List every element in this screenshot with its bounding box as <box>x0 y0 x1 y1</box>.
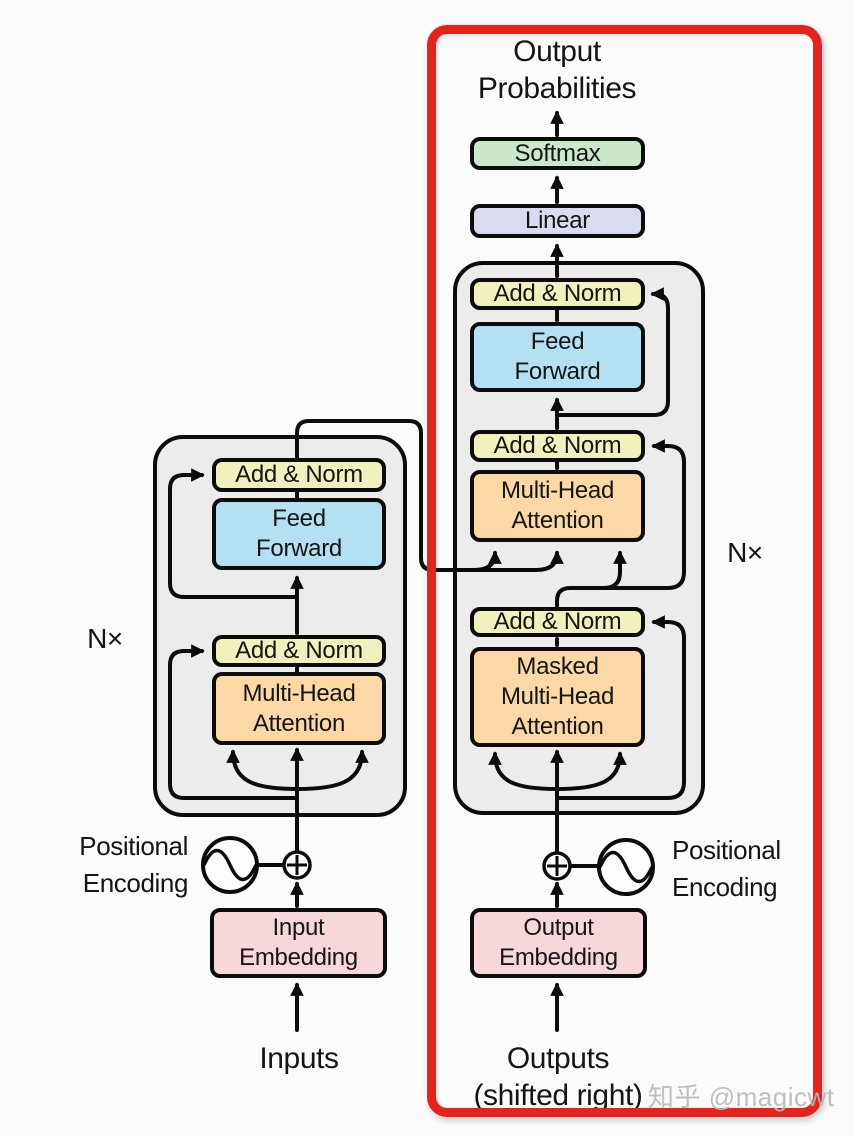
encoder-attention-left-arrow <box>226 749 299 791</box>
watermark: 知乎 @magicwt <box>648 1082 835 1112</box>
encoder-attention-right-arrow <box>295 749 369 791</box>
decoder-add-icon <box>542 851 599 881</box>
linear-box: Linear <box>470 204 645 238</box>
attention-label: Attention <box>511 713 604 740</box>
add-norm-label: Add & Norm <box>235 461 363 488</box>
encoder-positional-encoding-label: Positional Encoding <box>30 828 188 902</box>
encoder-to-decoder-key-arrow <box>472 550 502 572</box>
output-probabilities-label: Output Probabilities <box>433 33 681 107</box>
outputs-label: Outputs (shifted right) <box>427 1040 689 1114</box>
encoder-nx-label: N× <box>87 623 123 654</box>
decoder-add-norm-top-box: Add & Norm <box>470 278 645 310</box>
decoder-query-arrow <box>555 550 627 609</box>
decoder-positional-encoding-label: Positional Encoding <box>672 832 842 906</box>
feed-forward-label-line1: Feed <box>530 328 585 355</box>
masked-multi-head-attention-box: Masked Multi-Head Attention <box>470 647 645 747</box>
encoding-label: Encoding <box>82 868 189 898</box>
encoder-feed-forward-box: Feed Forward <box>212 498 386 570</box>
positional-label: Positional <box>672 835 781 865</box>
multi-head-attention-label-line2: Attention <box>511 507 604 534</box>
output-embedding-label-line1: Output <box>523 914 594 941</box>
feed-forward-label-line1: Feed <box>272 505 326 532</box>
encoder-container <box>153 435 407 817</box>
input-embedding-label-line1: Input <box>272 914 325 941</box>
output-probabilities-line1: Output <box>513 35 601 68</box>
multi-head-attention-label-line2: Attention <box>252 709 346 737</box>
add-norm-label: Add & Norm <box>235 637 363 664</box>
decoder-ff-residual <box>555 287 670 417</box>
input-embedding-box: Input Embedding <box>210 908 387 978</box>
softmax-label: Softmax <box>514 139 601 167</box>
encoder-multi-head-attention-box: Multi-Head Attention <box>212 672 386 745</box>
outputs-line1: Outputs <box>506 1042 610 1075</box>
encoding-label: Encoding <box>672 872 778 902</box>
decoder-multi-head-attention-box: Multi-Head Attention <box>470 470 645 542</box>
output-probabilities-line2: Probabilities <box>477 72 637 105</box>
positional-label: Positional <box>79 831 188 861</box>
output-embedding-box: Output Embedding <box>470 908 647 978</box>
output-embedding-label-line2: Embedding <box>499 944 618 971</box>
add-norm-label: Add & Norm <box>493 432 622 459</box>
sine-wave-icon <box>202 848 258 882</box>
linear-label: Linear <box>525 207 590 234</box>
encoder-add-norm-top-box: Add & Norm <box>212 458 386 492</box>
encoder-attention-residual <box>168 644 299 800</box>
add-norm-label: Add & Norm <box>493 608 622 635</box>
outputs-line2: (shifted right) <box>473 1079 643 1112</box>
decoder-add-norm-mid-box: Add & Norm <box>470 430 645 462</box>
input-embedding-label-line2: Embedding <box>239 944 358 971</box>
feed-forward-label-line2: Forward <box>514 358 601 385</box>
encoder-add-norm-bottom-box: Add & Norm <box>212 635 386 667</box>
softmax-box: Softmax <box>470 137 645 170</box>
decoder-positional-encoding-icon <box>597 838 655 896</box>
encoder-ff-residual <box>168 468 299 599</box>
multi-head-attention-label-line1: Multi-Head <box>242 679 356 707</box>
inputs-label: Inputs <box>259 1042 339 1075</box>
feed-forward-label-line2: Forward <box>256 535 342 562</box>
encoder-add-icon <box>282 850 312 880</box>
multi-head-attention-label-line1: Multi-Head <box>500 477 615 504</box>
multi-head-label: Multi-Head <box>500 683 615 710</box>
masked-label: Masked <box>516 653 599 680</box>
decoder-feed-forward-box: Feed Forward <box>470 322 645 392</box>
sine-wave-icon <box>598 850 654 884</box>
decoder-add-norm-bottom-box: Add & Norm <box>470 607 645 637</box>
encoder-positional-encoding-icon <box>201 836 286 894</box>
decoder-nx-label: N× <box>727 537 763 568</box>
add-norm-label: Add & Norm <box>493 280 622 307</box>
masked-attention-residual <box>555 615 686 800</box>
masked-attention-right-arrow <box>555 751 627 791</box>
encoder-output-to-decoder-line <box>295 419 564 572</box>
masked-attention-left-arrow <box>488 751 559 791</box>
cross-attention-residual <box>602 439 686 590</box>
